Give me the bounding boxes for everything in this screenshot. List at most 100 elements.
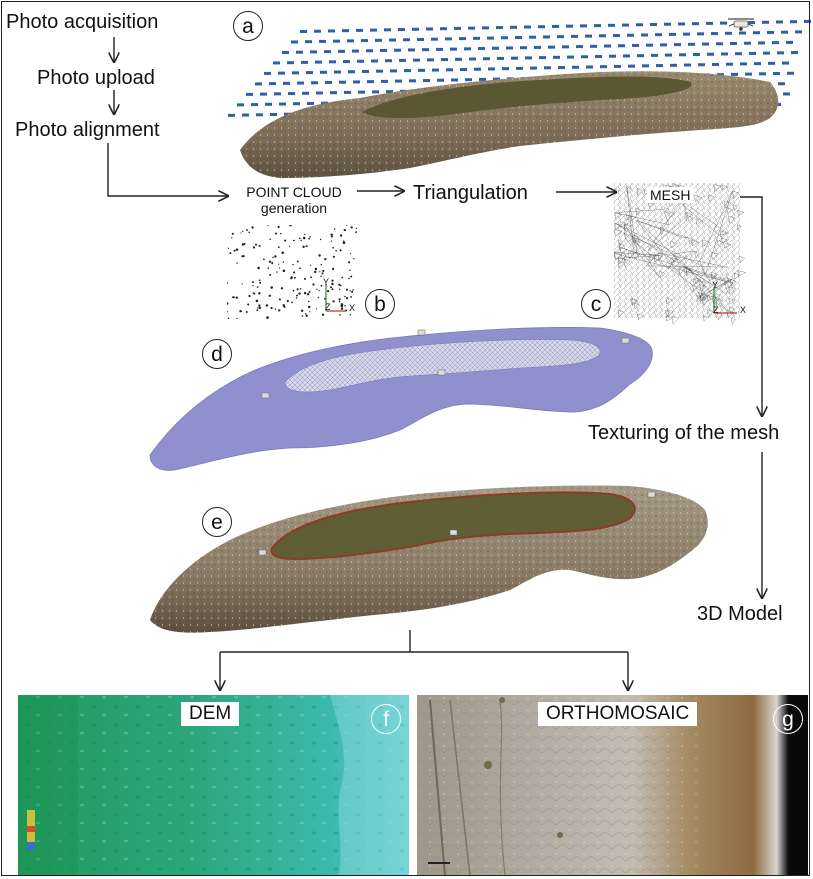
camera-position-marker	[628, 65, 635, 68]
camera-position-marker	[287, 61, 294, 64]
point-cloud-point	[259, 282, 261, 284]
camera-position-marker	[795, 30, 802, 33]
point-cloud-point	[269, 274, 271, 276]
camera-position-marker	[759, 72, 766, 75]
camera-position-marker	[773, 72, 780, 75]
point-cloud-point	[257, 307, 259, 309]
camera-position-marker	[385, 59, 392, 62]
camera-position-marker	[711, 32, 718, 35]
point-cloud-point	[278, 309, 280, 311]
point-cloud-point	[293, 240, 295, 242]
point-cloud-point	[308, 238, 310, 240]
camera-position-marker	[347, 39, 354, 42]
camera-position-marker	[787, 72, 794, 75]
camera-position-marker	[748, 21, 755, 24]
camera-position-marker	[553, 56, 560, 59]
point-cloud-point	[321, 264, 322, 265]
point-cloud-point	[344, 229, 346, 231]
camera-position-marker	[674, 43, 681, 46]
camera-position-marker	[469, 58, 476, 61]
panel-label-b: b	[365, 289, 395, 319]
camera-position-marker	[314, 30, 321, 33]
camera-position-marker	[623, 54, 630, 57]
camera-position-marker	[265, 103, 272, 106]
camera-position-marker	[242, 114, 249, 117]
camera-position-marker	[330, 91, 337, 94]
point-cloud-point	[340, 235, 342, 237]
point-cloud-point	[226, 311, 228, 313]
camera-position-marker	[310, 50, 317, 53]
camera-position-marker	[660, 43, 667, 46]
panel-label-f: f	[371, 704, 401, 734]
camera-position-marker	[300, 30, 307, 33]
camera-position-marker	[562, 45, 569, 48]
point-cloud-point	[232, 233, 234, 235]
step-photo-alignment: Photo alignment	[15, 120, 160, 140]
point-cloud-point	[303, 237, 306, 240]
camera-position-marker	[590, 45, 597, 48]
camera-position-marker	[720, 22, 727, 25]
step-point-cloud-generation: POINT CLOUD generation	[231, 184, 357, 216]
point-cloud-point	[352, 289, 354, 291]
point-cloud-point	[344, 296, 346, 298]
point-cloud-point	[294, 277, 296, 279]
point-cloud-point	[246, 229, 248, 231]
camera-position-marker	[390, 69, 397, 72]
camera-position-marker	[548, 46, 555, 49]
camera-position-marker	[600, 65, 607, 68]
panel-b-point-cloud	[226, 224, 357, 319]
point-cloud-point	[278, 226, 280, 228]
camera-position-marker	[339, 81, 346, 84]
camera-position-marker	[693, 53, 700, 56]
point-cloud-point	[242, 243, 244, 245]
point-cloud-point	[291, 302, 293, 304]
camera-position-marker	[256, 113, 263, 116]
camera-position-marker	[404, 69, 411, 72]
camera-position-marker	[804, 20, 811, 23]
point-cloud-point	[310, 265, 311, 266]
camera-position-marker	[614, 65, 621, 68]
point-cloud-point	[272, 257, 273, 258]
camera-position-marker	[437, 79, 444, 82]
camera-position-marker	[487, 37, 494, 40]
camera-position-marker	[576, 45, 583, 48]
point-cloud-point	[346, 224, 347, 225]
camera-position-marker	[413, 59, 420, 62]
camera-position-marker	[426, 27, 433, 30]
point-cloud-point	[289, 224, 291, 226]
camera-position-marker	[436, 48, 443, 51]
camera-position-marker	[740, 62, 747, 65]
camera-position-marker	[446, 68, 453, 71]
camera-position-marker	[538, 25, 545, 28]
camera-position-marker	[786, 41, 793, 44]
camera-position-marker	[778, 82, 785, 85]
camera-position-marker	[279, 103, 286, 106]
point-cloud-point	[349, 270, 350, 271]
point-cloud-point	[309, 311, 310, 312]
point-cloud-point	[228, 248, 229, 249]
camera-position-marker	[679, 53, 686, 56]
point-cloud-point	[340, 285, 342, 287]
point-cloud-point	[252, 281, 254, 283]
point-cloud-point	[276, 271, 278, 273]
camera-position-marker	[343, 60, 350, 63]
point-cloud-point	[318, 290, 319, 291]
point-cloud-point	[292, 264, 293, 265]
point-cloud-point	[247, 303, 249, 305]
point-cloud-point	[281, 251, 284, 254]
output-label-orthomosaic: ORTHOMOSAIC	[538, 702, 697, 726]
panel-e-textured-model	[150, 485, 708, 632]
camera-position-marker	[683, 33, 690, 36]
point-cloud-point	[236, 318, 238, 320]
camera-position-marker	[288, 92, 295, 95]
point-cloud-point	[351, 226, 353, 228]
point-cloud-point	[256, 309, 258, 311]
drone-icon	[728, 19, 754, 31]
point-cloud-point	[348, 261, 350, 263]
point-cloud-point	[333, 256, 335, 258]
camera-position-marker	[641, 33, 648, 36]
camera-position-marker	[291, 40, 298, 43]
point-cloud-point	[304, 292, 306, 294]
camera-position-marker	[260, 93, 267, 96]
camera-position-marker	[697, 32, 704, 35]
